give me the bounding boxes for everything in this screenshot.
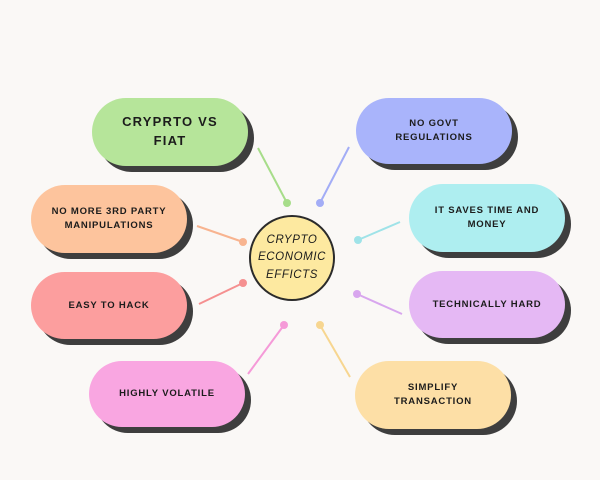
connector-dot-highly-volatile [280,321,288,329]
connector-line-no-govt-regulations [319,146,350,204]
node-it-saves-time: IT SAVES TIME AND MONEY [409,184,565,252]
connector-line-no-more-3rd-party [196,225,244,243]
node-label: EASY TO HACK [68,299,150,311]
node-label: HIGHLY VOLATILE [119,388,215,400]
node-technically-hard: TECHNICALLY HARD [409,271,565,338]
node-label: IT SAVES TIME AND MONEY [434,205,540,230]
node-highly-volatile: HIGHLY VOLATILE [89,361,245,427]
node-label: NO MORE 3RD PARTY MANIPULATIONS [51,206,167,231]
center-label: CRYPTO ECONOMIC EFFICTS [257,234,327,281]
node-simplify-transaction: SIMPLIFY TRANSACTION [355,361,511,429]
node-crypto-vs-fiat: CRYPRTO VS FIAT [92,98,248,166]
connector-dot-no-govt-regulations [316,199,324,207]
connector-line-highly-volatile [247,324,285,375]
node-label: CRYPRTO VS FIAT [122,114,218,148]
node-no-govt-regulations: NO GOVT REGULATIONS [356,98,512,164]
connector-line-easy-to-hack [198,282,244,305]
connector-line-crypto-vs-fiat [257,147,288,204]
node-easy-to-hack: EASY TO HACK [31,272,187,339]
connector-line-it-saves-time [357,221,401,241]
node-label: SIMPLIFY TRANSACTION [394,382,472,407]
connector-dot-easy-to-hack [239,279,247,287]
connector-dot-simplify-transaction [316,321,324,329]
connector-line-technically-hard [356,293,403,315]
connector-dot-no-more-3rd-party [239,238,247,246]
node-no-more-3rd-party: NO MORE 3RD PARTY MANIPULATIONS [31,185,187,253]
node-label: NO GOVT REGULATIONS [395,118,473,143]
connector-dot-technically-hard [353,290,361,298]
connector-line-simplify-transaction [319,324,351,378]
connector-dot-it-saves-time [354,236,362,244]
center-node: CRYPTO ECONOMIC EFFICTS [249,215,335,301]
node-label: TECHNICALLY HARD [432,298,542,310]
connector-dot-crypto-vs-fiat [283,199,291,207]
